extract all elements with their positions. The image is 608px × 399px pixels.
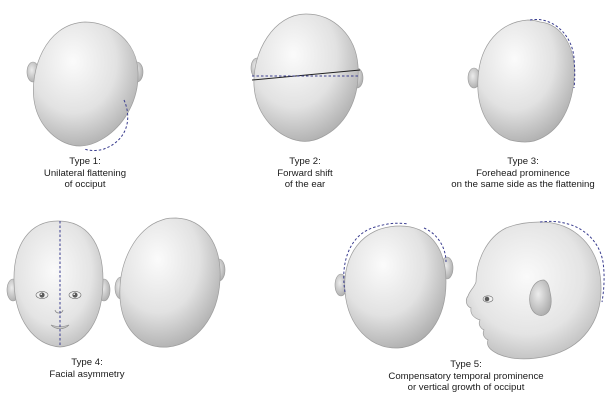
type3-caption: Type 3: Forehead prominence on the same … [440,156,606,191]
left-eye-icon [36,291,48,298]
type3-title: Type 3: [440,156,606,168]
type1-description-line1: Unilateral flattening [20,168,150,180]
type3-description-line1: Forehead prominence [440,168,606,180]
type2-caption: Type 2: Forward shift of the ear [240,156,370,191]
type3-head-illustration [468,19,575,142]
type4-face-illustration [7,221,110,347]
type2-head-illustration [251,14,363,141]
type3-description-line2: on the same side as the flattening [440,179,606,191]
type5-description-line1: Compensatory temporal prominence [380,371,552,383]
type5-head-illustration [335,223,453,348]
type1-title: Type 1: [20,156,150,168]
head-top-view-icon [254,14,358,141]
head-top-view-icon [478,20,575,142]
type5-title: Type 5: [380,359,552,371]
type2-description-line2: of the ear [240,179,370,191]
type1-caption: Type 1: Unilateral flattening of occiput [20,156,150,191]
type1-description-line2: of occiput [20,179,150,191]
type4-description-line1: Facial asymmetry [32,369,142,381]
type2-title: Type 2: [240,156,370,168]
head-top-view-icon [33,22,138,146]
type4-head-illustration [115,218,225,347]
right-eye-icon [69,291,81,298]
type5-caption: Type 5: Compensatory temporal prominence… [380,359,552,394]
profile-eye-icon [483,296,493,302]
type1-head-illustration [27,22,143,151]
head-top-view-icon [345,226,446,348]
type4-caption: Type 4: Facial asymmetry [32,357,142,380]
type4-title: Type 4: [32,357,142,369]
type2-description-line1: Forward shift [240,168,370,180]
type5-description-line2: or vertical growth of occiput [380,382,552,394]
head-top-view-icon [120,218,220,347]
type5-profile-illustration [466,221,604,358]
